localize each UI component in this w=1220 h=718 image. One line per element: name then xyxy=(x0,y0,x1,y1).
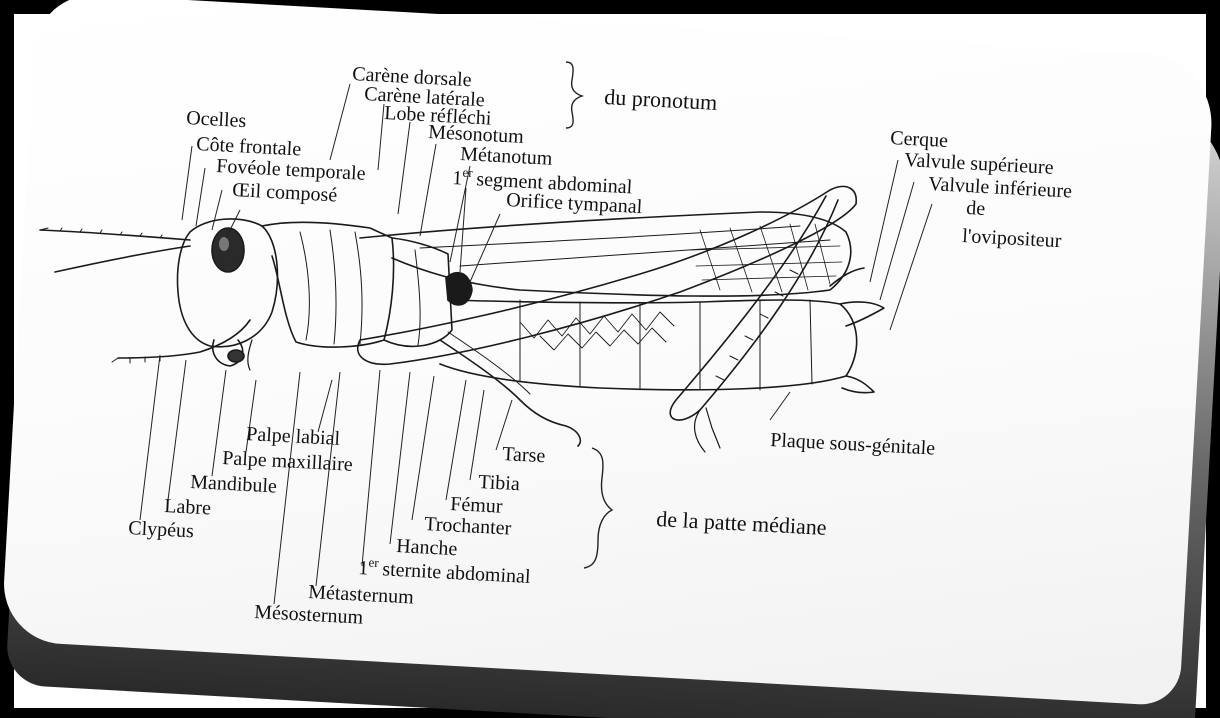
antenna-upper xyxy=(40,230,190,240)
label-palpe-labial: Palpe labial xyxy=(246,423,341,450)
label-valvule-superieure: Valvule supérieure xyxy=(904,149,1054,179)
label-hanche: Hanche xyxy=(396,535,458,560)
ovipositor-upper xyxy=(840,302,884,326)
antenna-lower xyxy=(55,246,190,272)
pronotum xyxy=(262,222,394,347)
label-segment-superscript: er xyxy=(462,165,474,181)
label-de-la-patte-mediane: de la patte médiane xyxy=(656,506,827,540)
pronotum-brace xyxy=(566,62,582,128)
labels: Carène dorsale Carène latérale Lobe réfl… xyxy=(128,62,1073,629)
label-clypeus: Clypéus xyxy=(128,517,195,542)
label-de: de xyxy=(966,197,986,220)
label-oeil-compose: Œil composé xyxy=(232,179,338,206)
grasshopper-illustration xyxy=(40,186,884,452)
label-labre: Labre xyxy=(164,495,212,519)
label-sternite-superscript: er xyxy=(368,555,380,571)
label-ovipositeur: l'ovipositeur xyxy=(962,225,1063,252)
label-tibia: Tibia xyxy=(478,471,521,495)
label-ocelles: Ocelles xyxy=(186,107,247,132)
leg-brace xyxy=(584,448,612,568)
abdomen xyxy=(440,300,857,390)
label-sternite-text: sternite abdominal xyxy=(382,558,532,588)
label-plaque-sous-genitale: Plaque sous-génitale xyxy=(770,429,936,460)
label-metanotum: Métanotum xyxy=(460,143,554,170)
label-palpe-maxillaire: Palpe maxillaire xyxy=(222,447,354,476)
label-segment-number: 1 xyxy=(452,167,463,189)
label-mesosternum: Mésosternum xyxy=(254,601,364,629)
label-mandibule: Mandibule xyxy=(190,471,278,498)
label-sternite-number: 1 xyxy=(358,557,369,579)
label-du-pronotum: du pronotum xyxy=(604,84,718,115)
label-trochanter: Trochanter xyxy=(424,513,512,540)
ovipositor-lower xyxy=(842,376,874,393)
middle-leg xyxy=(440,340,580,446)
label-cerque: Cerque xyxy=(890,127,949,152)
label-tarse: Tarse xyxy=(502,443,546,467)
